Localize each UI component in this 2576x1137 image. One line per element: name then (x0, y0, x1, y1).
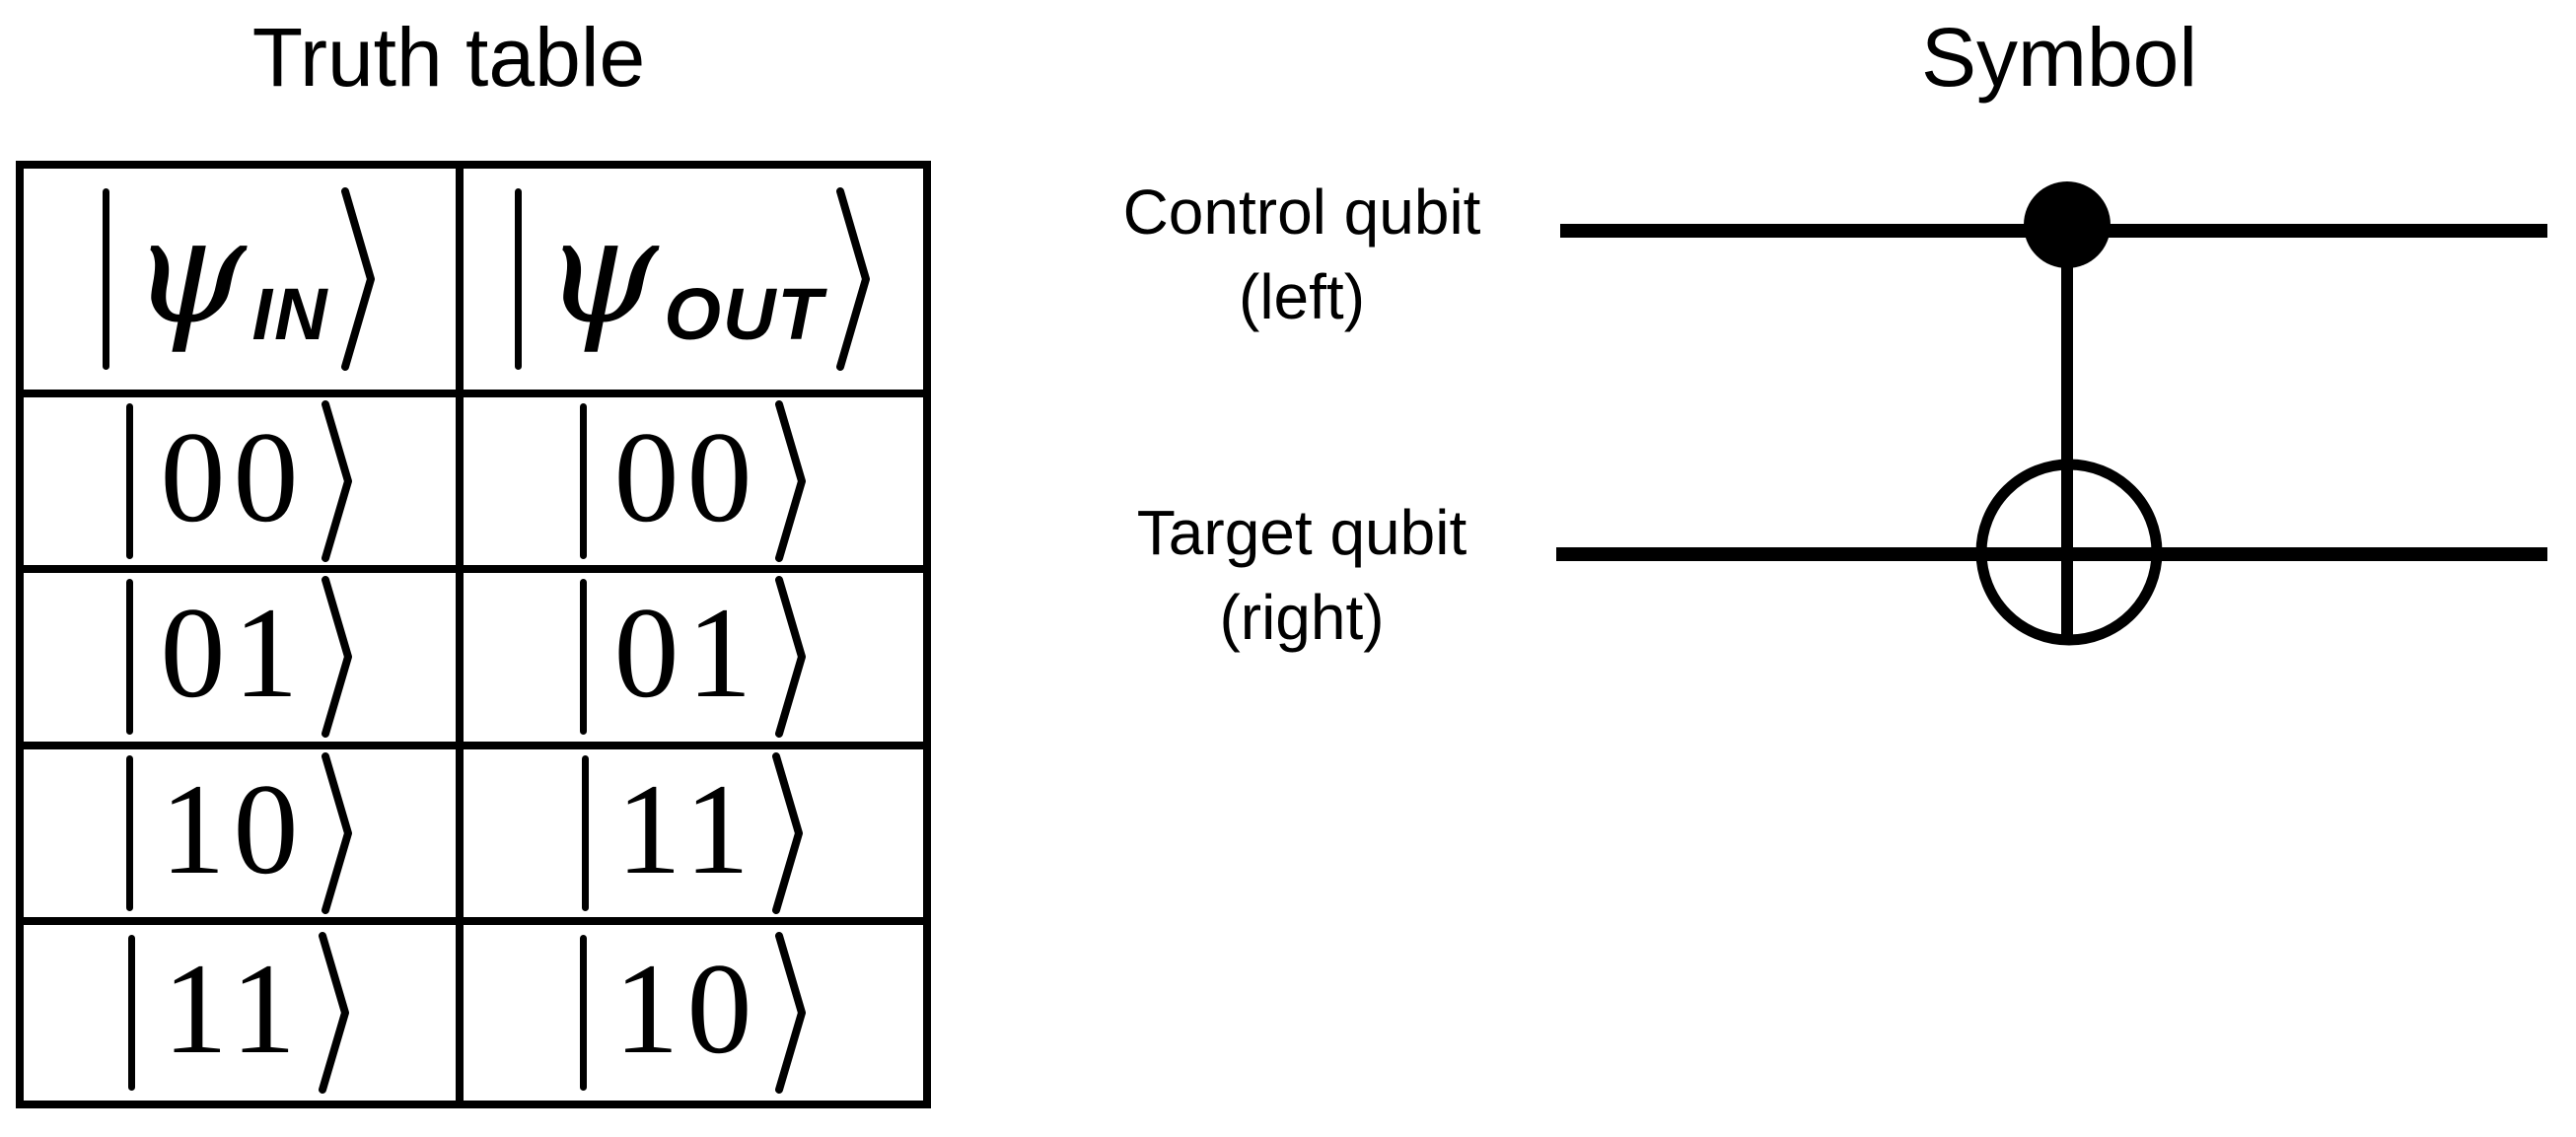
ket-value: 00 (613, 404, 760, 550)
ket-bar-icon (103, 188, 110, 370)
control-qubit-label-line1: Control qubit (1122, 177, 1481, 248)
ket-value: 01 (613, 580, 760, 726)
ket-bar-icon (579, 934, 587, 1091)
table-cell-in-10: 10 (24, 748, 464, 925)
table-cell-in-11: 11 (24, 924, 464, 1101)
ket-bar-icon (125, 403, 133, 560)
psi-symbol: ψ (543, 186, 659, 356)
ket-bar-icon (581, 754, 589, 911)
target-qubit-label-line2: (right) (1219, 582, 1385, 653)
table-cell-out-11: 11 (464, 749, 923, 925)
ket-value: 01 (160, 580, 307, 726)
ket-angle-icon (772, 751, 804, 914)
target-xor-circle-icon (1975, 459, 2163, 646)
table-cell-out-10: 10 (464, 925, 923, 1101)
truth-table-title: Truth table (251, 11, 646, 104)
ket-bar-icon (579, 579, 587, 736)
ket-angle-icon (835, 187, 870, 371)
header-cell-psi-in: ψ IN (24, 169, 464, 397)
ket-angle-icon (319, 931, 350, 1094)
ket-bar-icon (125, 754, 133, 911)
table-cell-out-00: 00 (464, 397, 923, 574)
ket-value: 10 (160, 755, 307, 901)
ket-bar-icon (125, 579, 133, 736)
ket-bar-icon (515, 188, 523, 370)
target-qubit-label: Target qubit (right) (1006, 490, 1598, 660)
ket-angle-icon (321, 576, 352, 739)
header-cell-psi-out: ψ OUT (464, 169, 923, 397)
control-qubit-label-line2: (left) (1239, 261, 1365, 332)
ket-value: 11 (162, 935, 305, 1081)
psi-subscript-out: OUT (664, 273, 824, 355)
ket-angle-icon (774, 931, 806, 1094)
control-qubit-label: Control qubit (left) (1006, 170, 1598, 339)
ket-angle-icon (340, 187, 375, 371)
ket-bar-icon (579, 403, 587, 560)
psi-symbol: ψ (131, 186, 247, 356)
ket-angle-icon (321, 400, 352, 563)
ket-value: 10 (613, 935, 760, 1081)
table-cell-in-00: 00 (24, 397, 464, 574)
ket-angle-icon (321, 751, 352, 914)
ket-value: 11 (615, 755, 758, 901)
ket-bar-icon (127, 934, 135, 1091)
ket-angle-icon (774, 576, 806, 739)
symbol-title: Symbol (1920, 11, 2198, 104)
table-cell-in-01: 01 (24, 573, 464, 749)
truth-table: ψ IN ψ OUT 00 00 (16, 161, 931, 1108)
control-dot-icon (2024, 181, 2111, 268)
table-cell-out-01: 01 (464, 573, 923, 749)
psi-subscript-in: IN (251, 273, 329, 355)
ket-angle-icon (774, 400, 806, 563)
ket-value: 00 (160, 404, 307, 550)
target-qubit-label-line1: Target qubit (1136, 497, 1467, 568)
cnot-circuit-diagram (1556, 181, 2547, 646)
